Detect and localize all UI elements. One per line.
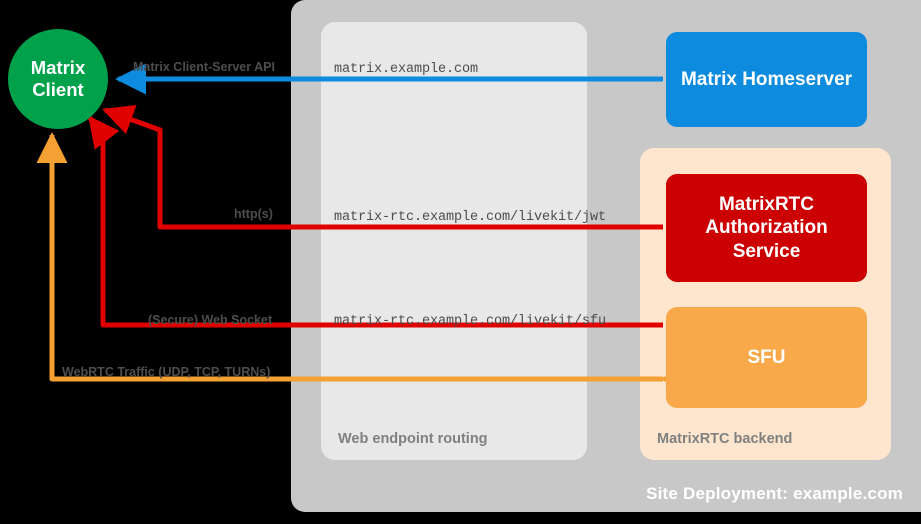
web-endpoint-routing-label: Web endpoint routing <box>338 431 488 447</box>
auth-service-line2: Authorization <box>705 217 828 239</box>
node-matrix-homeserver[interactable]: Matrix Homeserver <box>666 32 867 127</box>
node-matrix-client[interactable]: Matrix Client <box>8 29 108 129</box>
site-deployment-label: Site Deployment: example.com <box>646 484 903 503</box>
label-secure-web-socket: (Secure) Web Socket <box>148 313 273 327</box>
auth-service-line3: Service <box>732 240 801 262</box>
label-webrtc-traffic: WebRTC Traffic (UDP, TCP, TURNs) <box>62 365 271 379</box>
matrix-client-line1: Matrix <box>30 57 86 79</box>
endpoint-livekit-sfu: matrix-rtc.example.com/livekit/sfu <box>334 314 607 329</box>
node-matrixrtc-authorization-service[interactable]: MatrixRTC Authorization Service <box>666 174 867 282</box>
endpoint-livekit-jwt: matrix-rtc.example.com/livekit/jwt <box>334 210 607 225</box>
sfu-label: SFU <box>747 346 786 368</box>
label-https: http(s) <box>234 207 273 221</box>
label-matrix-client-server-api: Matrix Client-Server API <box>133 60 275 74</box>
auth-service-line1: MatrixRTC <box>718 194 814 216</box>
matrix-homeserver-label: Matrix Homeserver <box>680 68 853 90</box>
web-endpoint-routing-panel: Web endpoint routing <box>321 22 587 460</box>
endpoint-matrix-example-com: matrix.example.com <box>334 62 479 77</box>
matrix-client-line2: Client <box>32 79 84 100</box>
node-sfu[interactable]: SFU <box>666 307 867 408</box>
matrixrtc-backend-label: MatrixRTC backend <box>657 431 793 447</box>
